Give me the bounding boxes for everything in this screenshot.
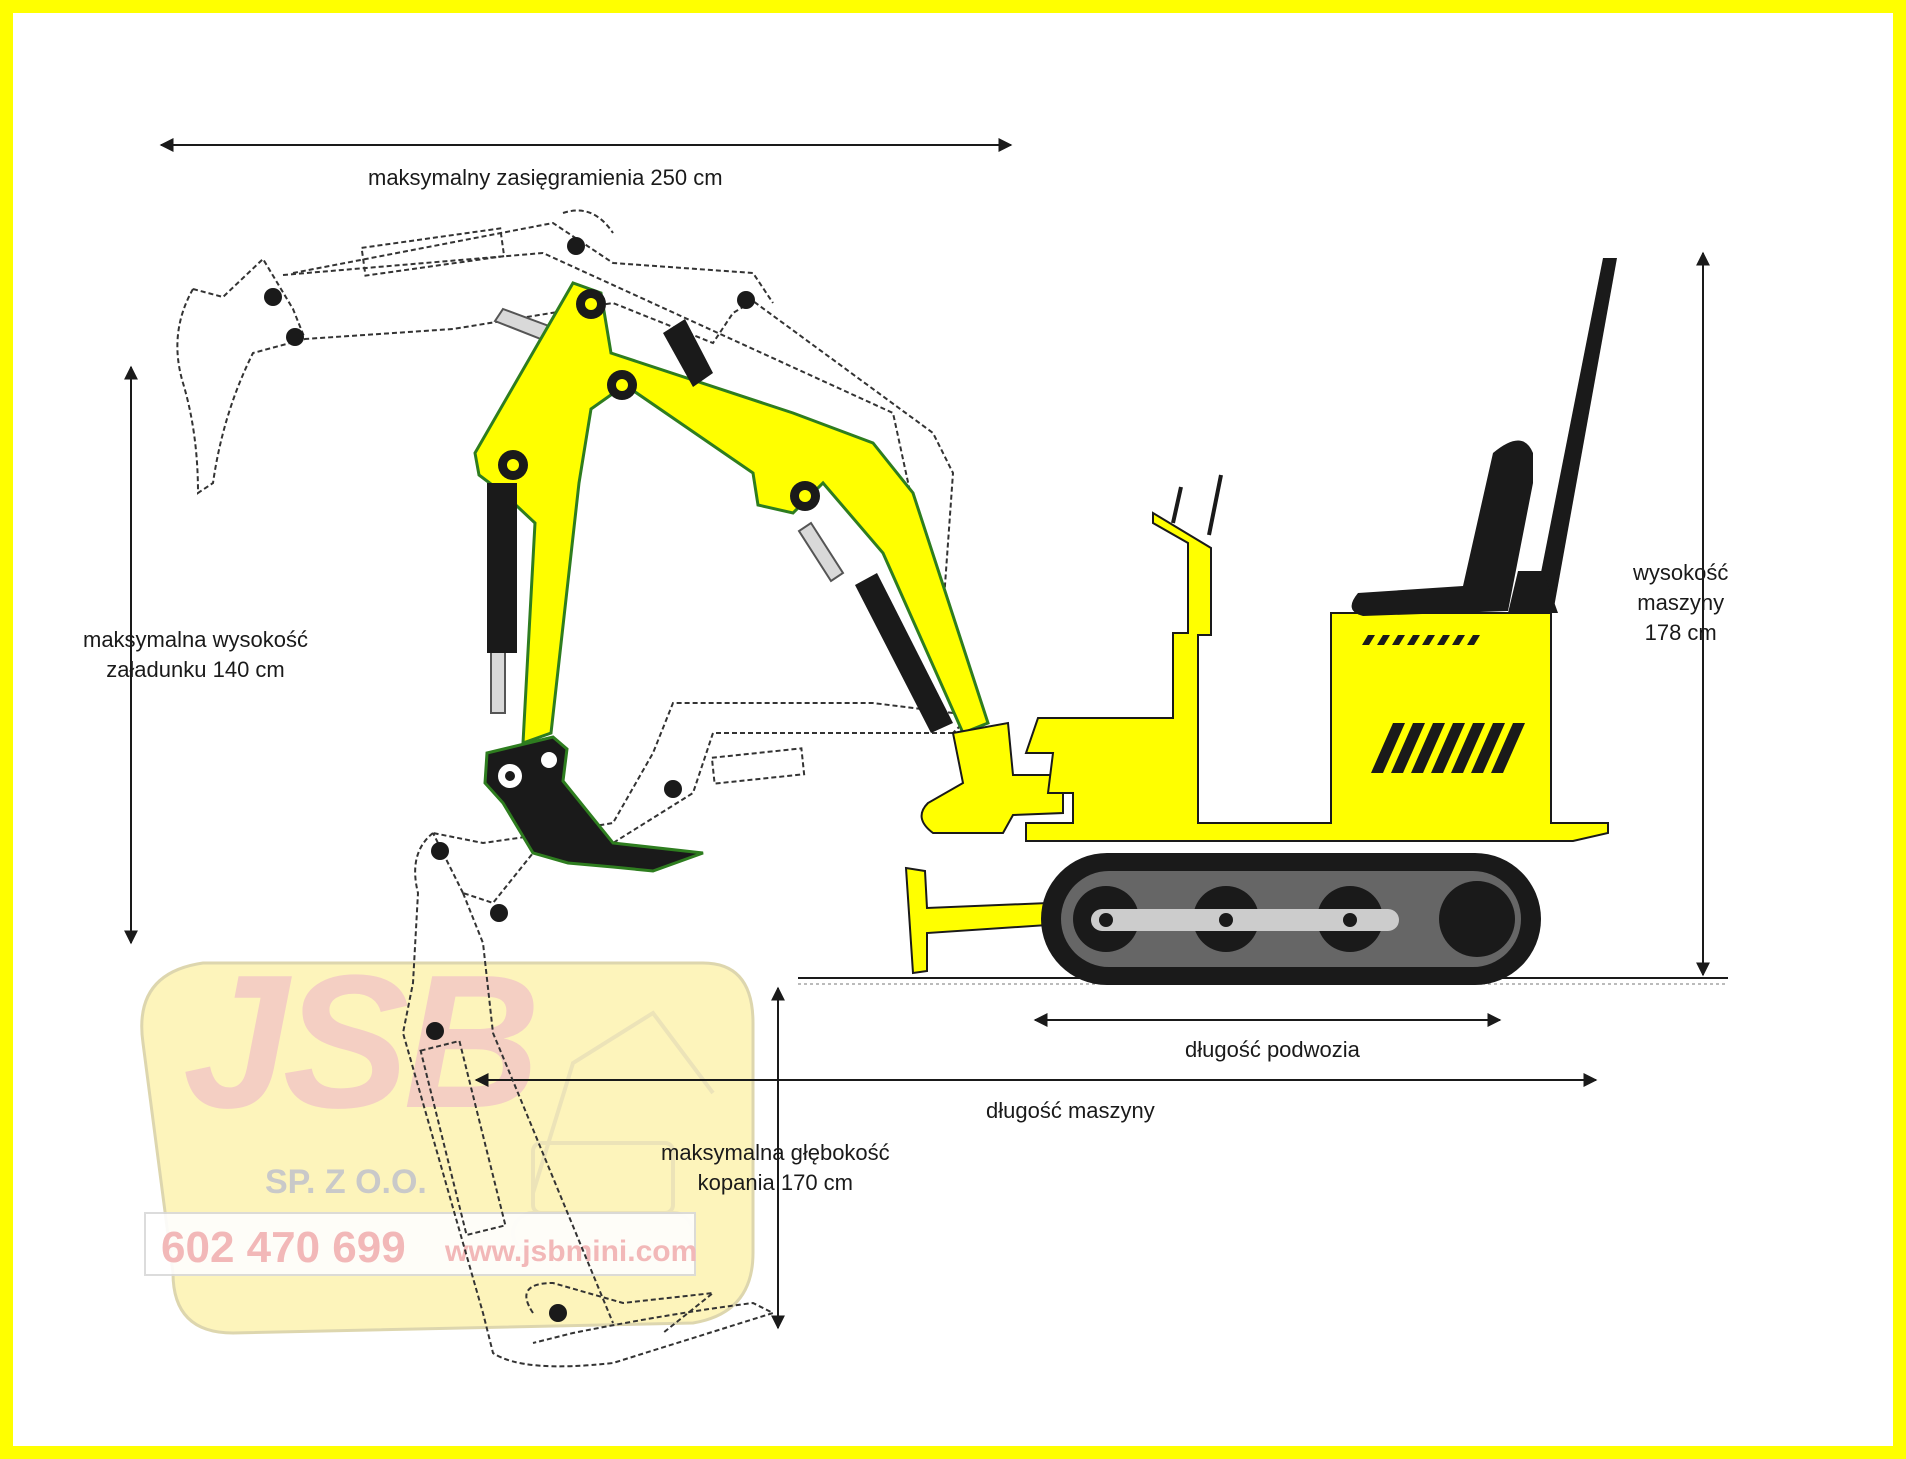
- seat-support: [1508, 571, 1558, 613]
- body-hatching: [1362, 635, 1525, 773]
- dig-depth-label-line1: maksymalna głębokość: [661, 1140, 890, 1165]
- dig-depth-label-line2: kopania 170 cm: [697, 1170, 853, 1195]
- watermark-graphic: [140, 961, 755, 1335]
- undercarriage-length-label: długość podwozia: [1185, 1037, 1360, 1062]
- dozer-blade: [904, 866, 1049, 975]
- machine-height-label-line2: maszyny: [1637, 590, 1725, 615]
- control-levers: [1171, 474, 1223, 536]
- machine-height-label-line1: wysokość: [1633, 560, 1729, 585]
- excavator-boom: [473, 281, 990, 746]
- arm-digging-outline: [401, 832, 776, 1368]
- operator-seat: [1351, 440, 1533, 616]
- reach-label: maksymalny zasięgramienia 250 cm: [368, 165, 723, 190]
- canopy-pole: [1533, 258, 1617, 613]
- watermark-url: www.jsbmini.com: [445, 1235, 698, 1268]
- watermark-company: SP. Z O.O.: [265, 1163, 427, 1201]
- track-rollers: [1073, 881, 1515, 957]
- arm-cylinder: [855, 573, 953, 733]
- excavator-bucket: [483, 735, 704, 873]
- diagram-canvas: JSB SP. Z O.O. 602 470 699 www.jsbmini.c…: [13, 13, 1893, 1446]
- load-height-label-line2: załadunku 140 cm: [106, 657, 285, 682]
- boom-cylinder: [663, 319, 713, 387]
- machine-body: [1024, 511, 1609, 842]
- arm-lowered-outline: [432, 702, 954, 905]
- machine-length-label: długość maszyny: [986, 1098, 1155, 1123]
- lift-cylinder: [487, 483, 517, 653]
- ghost-pins: [264, 237, 755, 1322]
- watermark-logo: JSB: [183, 936, 541, 1148]
- watermark-phone: 602 470 699: [161, 1223, 406, 1272]
- excavator-drawing: [124, 138, 1728, 1368]
- load-height-label: maksymalna wysokość załadunku 140 cm: [83, 625, 308, 685]
- dig-depth-label: maksymalna głębokość kopania 170 cm: [661, 1138, 890, 1198]
- load-height-label-line1: maksymalna wysokość: [83, 627, 308, 652]
- machine-height-label: wysokość maszyny 178 cm: [1633, 558, 1728, 648]
- machine-height-label-line3: 178 cm: [1644, 620, 1717, 645]
